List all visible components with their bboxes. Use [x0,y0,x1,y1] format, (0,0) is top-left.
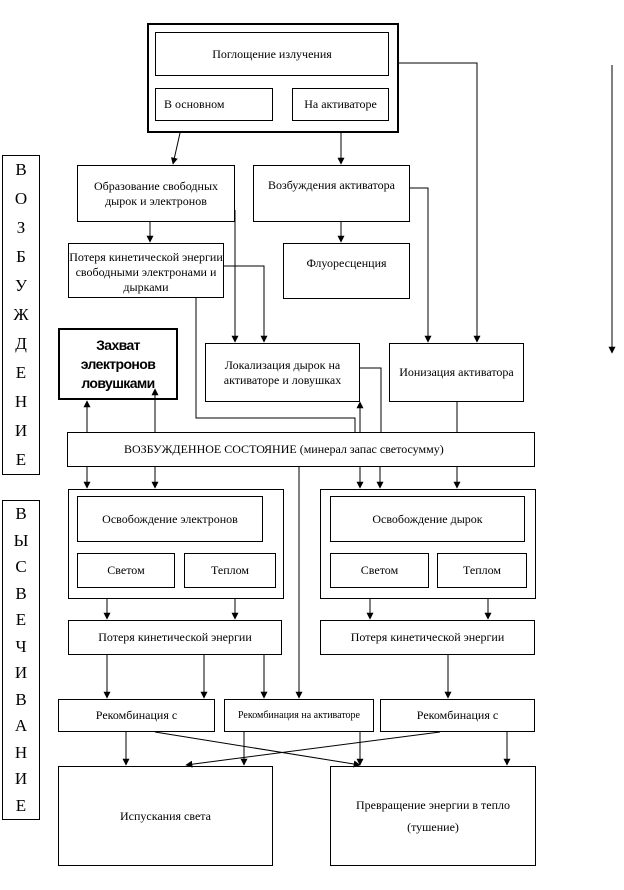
side-letter: В [15,689,27,709]
recomb-right-box: Рекомбинация с [380,699,535,732]
in-main-box: В основном [155,88,273,121]
side-letter: Ж [13,304,29,324]
recomb-activator-label: Рекомбинация на активаторе [237,710,360,721]
heat-conversion-label: Превращение энергии в тепло (тушение) [355,798,511,834]
recomb-left-label: Рекомбинация с [95,708,178,722]
kinetic-loss-right-box: Потеря кинетической энергии [320,620,535,655]
heat-right-box: Теплом [437,553,527,588]
light-right-label: Светом [360,563,399,577]
kinetic-loss-left-label: Потеря кинетической энергии [98,630,252,644]
fluorescence-box: Флуоресценция [283,243,410,299]
activator-excitation-label: Возбуждения активатора [268,178,395,192]
side-letter: Ч [15,636,27,656]
heat-right-label: Теплом [463,563,501,577]
free-carriers-box: Образование свободных дырок и электронов [77,165,235,222]
side-letter: В [15,583,27,603]
activator-ionization-label: Ионизация активатора [399,365,514,379]
side-letter: С [15,557,27,577]
heat-left-label: Теплом [211,563,249,577]
kinetic-loss-right-label: Потеря кинетической энергии [350,630,505,644]
recomb-activator-box: Рекомбинация на активаторе [224,699,374,732]
light-right-box: Светом [330,553,429,588]
side-letter: Е [15,795,27,815]
side-letter: Ы [13,530,29,550]
hole-localization-box: Локализация дырок на активаторе и ловушк… [205,343,360,402]
kinetic-loss-free-box: Потеря кинетической энергии свободными э… [68,243,224,298]
absorption-label: Поглощение излучения [212,46,332,61]
kinetic-loss-free-label: Потеря кинетической энергии свободными э… [69,250,223,294]
electron-capture-label: Захват электронов ловушками [80,337,156,391]
on-activator-label: На активаторе [304,97,377,111]
electron-capture-box: Захват электронов ловушками [58,328,178,400]
in-main-label: В основном [164,97,225,111]
side-letter: И [14,769,28,789]
light-emission-label: Испускания света [119,808,212,823]
heat-conversion-box: Превращение энергии в тепло (тушение) [330,766,536,866]
hole-release-label: Освобождение дырок [372,511,483,526]
side-letter: Е [15,449,27,469]
side-letter: Е [15,610,27,630]
excited-state-box: ВОЗБУЖДЕННОЕ СОСТОЯНИЕ (минерал запас св… [67,432,535,467]
light-emission-box: Испускания света [58,766,273,866]
activator-excitation-box: Возбуждения активатора [253,165,410,222]
light-left-box: Светом [77,553,175,588]
side-letter: З [16,218,26,238]
activator-ionization-box: Ионизация активатора [389,343,524,402]
kinetic-loss-left-box: Потеря кинетической энергии [68,620,282,655]
side-letter: В [15,160,27,180]
light-left-label: Светом [107,563,145,577]
free-carriers-label: Образование свободных дырок и электронов [93,178,219,208]
side-letter: Д [15,333,27,353]
side-letter: И [14,663,28,683]
absorption-box: Поглощение излучения [155,32,389,76]
excited-state-label: ВОЗБУЖДЕННОЕ СОСТОЯНИЕ (минерал запас св… [124,442,444,456]
recomb-left-box: Рекомбинация с [58,699,215,732]
side-letter: У [14,276,28,296]
on-activator-box: На активаторе [292,88,389,121]
side-letter: Н [14,742,28,762]
side-letter: В [15,504,27,524]
electron-release-label: Освобождение электронов [102,511,238,526]
side-letter: Н [14,391,28,411]
recomb-right-label: Рекомбинация с [416,708,499,722]
side-letter: А [14,716,28,736]
heat-left-box: Теплом [184,553,276,588]
side-letter: Б [16,247,26,267]
hole-release-box: Освобождение дырок [330,496,525,542]
side-letter: И [14,420,28,440]
fluorescence-label: Флуоресценция [306,256,387,270]
electron-release-box: Освобождение электронов [77,496,263,542]
hole-localization-label: Локализация дырок на активаторе и ловушк… [223,357,342,387]
side-letter: О [14,189,28,209]
side-letter: Е [15,362,27,382]
